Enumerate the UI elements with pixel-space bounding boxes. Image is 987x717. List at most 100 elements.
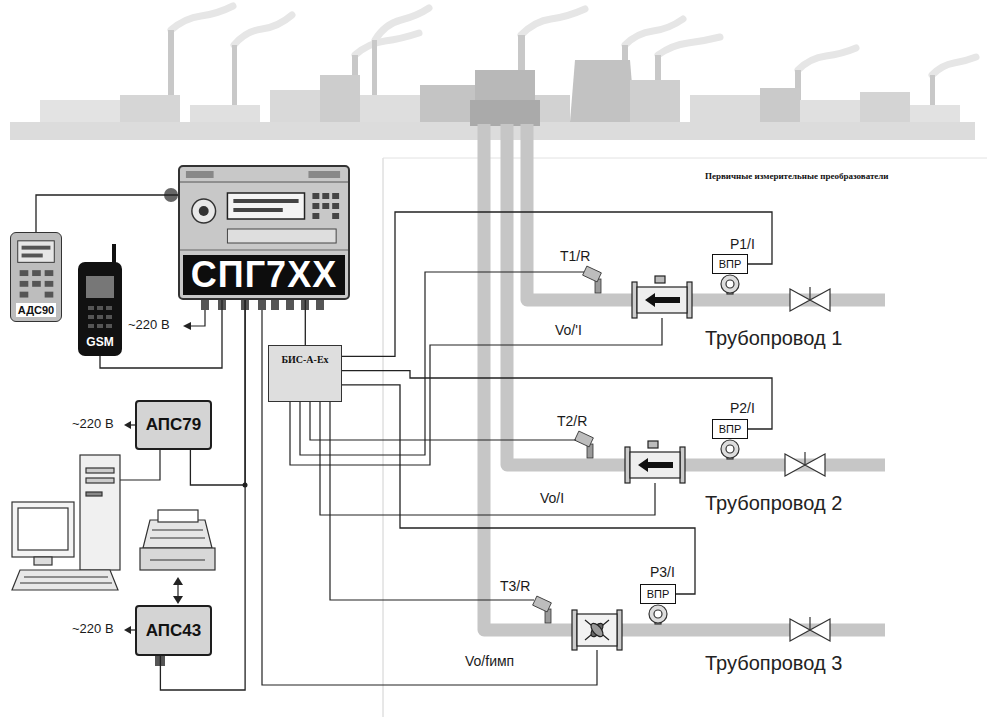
industrial-skyline — [10, 6, 976, 140]
flowmeter-symbol — [589, 621, 605, 638]
device-face — [332, 193, 339, 199]
thermometer-symbol — [533, 596, 552, 612]
industrial-skyline — [171, 6, 976, 75]
phone-face — [106, 306, 112, 310]
sensor-wire — [120, 450, 160, 480]
device-face — [192, 199, 216, 223]
flowmeter-symbol — [637, 287, 687, 313]
thermometer-symbol — [575, 431, 594, 447]
phone-face — [106, 315, 112, 319]
valve-symbol — [810, 619, 830, 641]
device-face — [322, 193, 329, 199]
device-face — [199, 206, 209, 216]
flowmeter-symbol — [645, 293, 680, 307]
industrial-skyline — [375, 8, 429, 40]
flowmeter-symbol — [687, 282, 692, 318]
device-face — [22, 254, 43, 258]
flowmeter-symbol — [585, 620, 609, 640]
device-face — [332, 203, 339, 209]
flow-computer: СПГ7XX — [178, 165, 350, 300]
flowmeter-symbol — [680, 447, 685, 483]
power-arrow — [183, 322, 191, 330]
sensor-wire — [330, 402, 534, 600]
power-arrow — [173, 596, 183, 604]
printer-illustration — [143, 520, 212, 548]
industrial-skyline — [658, 37, 720, 55]
flowmeter-symbol — [648, 441, 658, 448]
phone-face — [97, 315, 103, 319]
node-text: СПГ7XX — [183, 255, 345, 295]
signal-cable — [190, 300, 245, 485]
power-label: ~220 В — [72, 417, 114, 432]
computer-illustration — [18, 508, 68, 550]
industrial-skyline — [234, 15, 292, 45]
device-face — [233, 199, 298, 203]
device-face — [312, 213, 319, 219]
barrier-box: БИС-А-Ex — [268, 345, 342, 402]
signal-label: T1/R — [560, 248, 590, 264]
power-label: ~220 В — [72, 622, 114, 637]
computer-illustration — [80, 455, 120, 570]
valve-symbol — [790, 289, 810, 311]
computer-illustration — [86, 492, 102, 496]
device-face — [227, 193, 304, 219]
signal-label: Vo/I — [540, 490, 564, 506]
device-face — [20, 292, 29, 298]
thermometer-symbol — [583, 266, 602, 293]
computer-illustration — [12, 570, 118, 590]
data-storage-device: АДС90 — [10, 232, 62, 322]
industrial-skyline — [800, 100, 860, 122]
thermometer-symbol — [575, 431, 594, 458]
phone-face — [88, 306, 94, 310]
flowmeter-symbol — [577, 614, 617, 646]
cable-gland — [201, 300, 209, 310]
sensor-wire — [177, 583, 178, 598]
flowmeter-symbol — [589, 621, 605, 638]
pipeline-label: Трубопровод 3 — [705, 652, 842, 675]
industrial-skyline — [625, 19, 683, 45]
flowmeter-symbol — [572, 610, 577, 650]
pipeline-label: Трубопровод 2 — [705, 492, 842, 515]
device-face — [45, 281, 54, 287]
computer-illustration — [24, 576, 108, 577]
thermometer-symbol — [533, 266, 602, 623]
pressure-transmitter-symbol — [721, 275, 739, 293]
device-face — [227, 229, 336, 243]
sensor-wire — [262, 300, 597, 685]
signal-label: P1/I — [730, 236, 755, 252]
gsm-phone: GSM — [78, 262, 122, 356]
printer-illustration — [150, 537, 205, 538]
transmitter-box: ВПР — [712, 254, 748, 274]
industrial-skyline — [355, 33, 419, 55]
device-face — [180, 250, 348, 251]
sensor-wire — [120, 272, 662, 685]
phone-face — [97, 324, 103, 328]
phone-face — [86, 276, 114, 298]
valve-symbol — [790, 619, 810, 641]
computer-illustration — [20, 582, 112, 583]
device-face — [332, 213, 339, 219]
pressure-transmitter-symbol — [654, 610, 662, 618]
signal-cable — [342, 385, 695, 594]
cable-gland — [258, 300, 266, 310]
valve-symbol — [785, 454, 805, 476]
industrial-skyline — [10, 60, 975, 140]
valve-symbol — [809, 617, 810, 630]
phone-face — [88, 324, 94, 328]
valve-symbol — [805, 454, 825, 476]
industrial-skyline — [168, 30, 935, 122]
signal-label: Vo/'I — [555, 322, 582, 338]
valve-symbol — [809, 287, 810, 300]
device-face — [312, 193, 319, 199]
printer-illustration — [140, 548, 215, 570]
industrial-skyline — [360, 95, 420, 122]
adapter-box: АПС79 — [135, 400, 212, 450]
computer-illustration — [86, 468, 114, 473]
device-face — [45, 292, 54, 298]
industrial-skyline — [120, 95, 180, 122]
thermometer-symbol — [583, 266, 602, 282]
device-face — [180, 182, 348, 183]
device-face — [20, 281, 29, 287]
industrial-skyline — [932, 57, 976, 75]
